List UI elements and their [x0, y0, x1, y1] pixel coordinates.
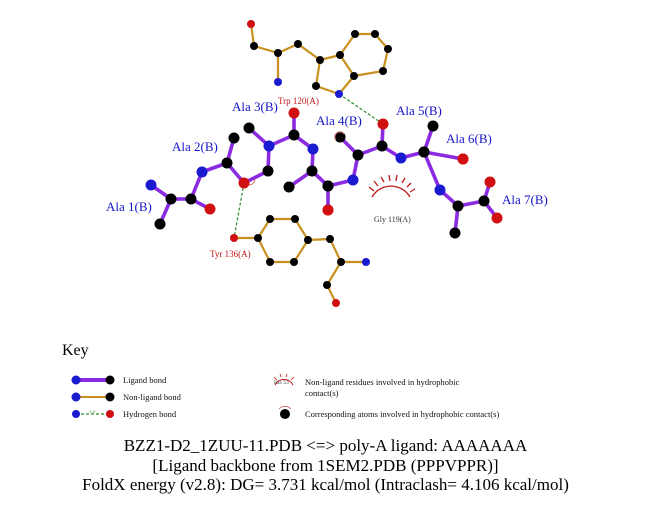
ligplot-diagram: Ala 1(B) Ala 2(B) Ala 3(B) Ala 4(B) Ala …	[106, 20, 548, 307]
label-ala2: Ala 2(B)	[172, 139, 218, 154]
hbond-distance-label: 3.0	[89, 409, 96, 414]
key-nonligand-bond: Non-ligand bond	[123, 392, 181, 402]
hydrophobic-atom-marks	[248, 131, 345, 186]
nonligand-bond-swatch	[71, 392, 115, 402]
hydrophobic-residue-swatch: His 53	[273, 373, 295, 386]
caption: BZZ1-D2_1ZUU-11.PDB <=> poly-A ligand: A…	[0, 436, 651, 495]
label-ala4: Ala 4(B)	[316, 113, 362, 128]
label-trp120: Trp 120(A)	[278, 96, 319, 106]
key-hydrophobic-atoms: Corresponding atoms involved in hydropho…	[305, 409, 500, 419]
key-hydrophobic-residues: Non-ligand residues involved in hydropho…	[305, 377, 460, 398]
label-gly119: Gly 119(A)	[374, 215, 411, 224]
hydrogen-bonds	[233, 93, 384, 239]
carbon-atom	[418, 146, 430, 158]
label-ala1: Ala 1(B)	[106, 199, 152, 214]
hydrogen-bond-swatch: 3.0	[72, 409, 114, 418]
caption-line3: FoldX energy (v2.8): DG= 3.731 kcal/mol …	[82, 475, 569, 494]
caption-line1: BZZ1-D2_1ZUU-11.PDB <=> poly-A ligand: A…	[123, 436, 528, 455]
hydrophobic-atom-swatch	[278, 405, 292, 419]
key-title: Key	[62, 342, 89, 359]
ligand-bond-swatch	[71, 375, 115, 385]
label-ala6: Ala 6(B)	[446, 131, 492, 146]
label-ala3: Ala 3(B)	[232, 99, 278, 114]
label-tyr136: Tyr 136(A)	[210, 249, 251, 259]
oxygen-atom	[457, 153, 469, 165]
oxygen-atom	[322, 204, 334, 216]
label-ala7: Ala 7(B)	[502, 192, 548, 207]
caption-line2: [Ligand backbone from 1SEM2.PDB (PPPVPPR…	[152, 455, 499, 475]
carbon-atom	[322, 180, 334, 192]
hydrophobic-residue-icon-label: His 53	[274, 380, 289, 386]
key-ligand-bond: Ligand bond	[123, 375, 167, 385]
gly119-hydrophobic-icon	[368, 174, 416, 198]
key-hydrogen-bond: Hydrogen bond	[123, 409, 177, 419]
atoms	[145, 20, 503, 307]
label-ala5: Ala 5(B)	[396, 103, 442, 118]
